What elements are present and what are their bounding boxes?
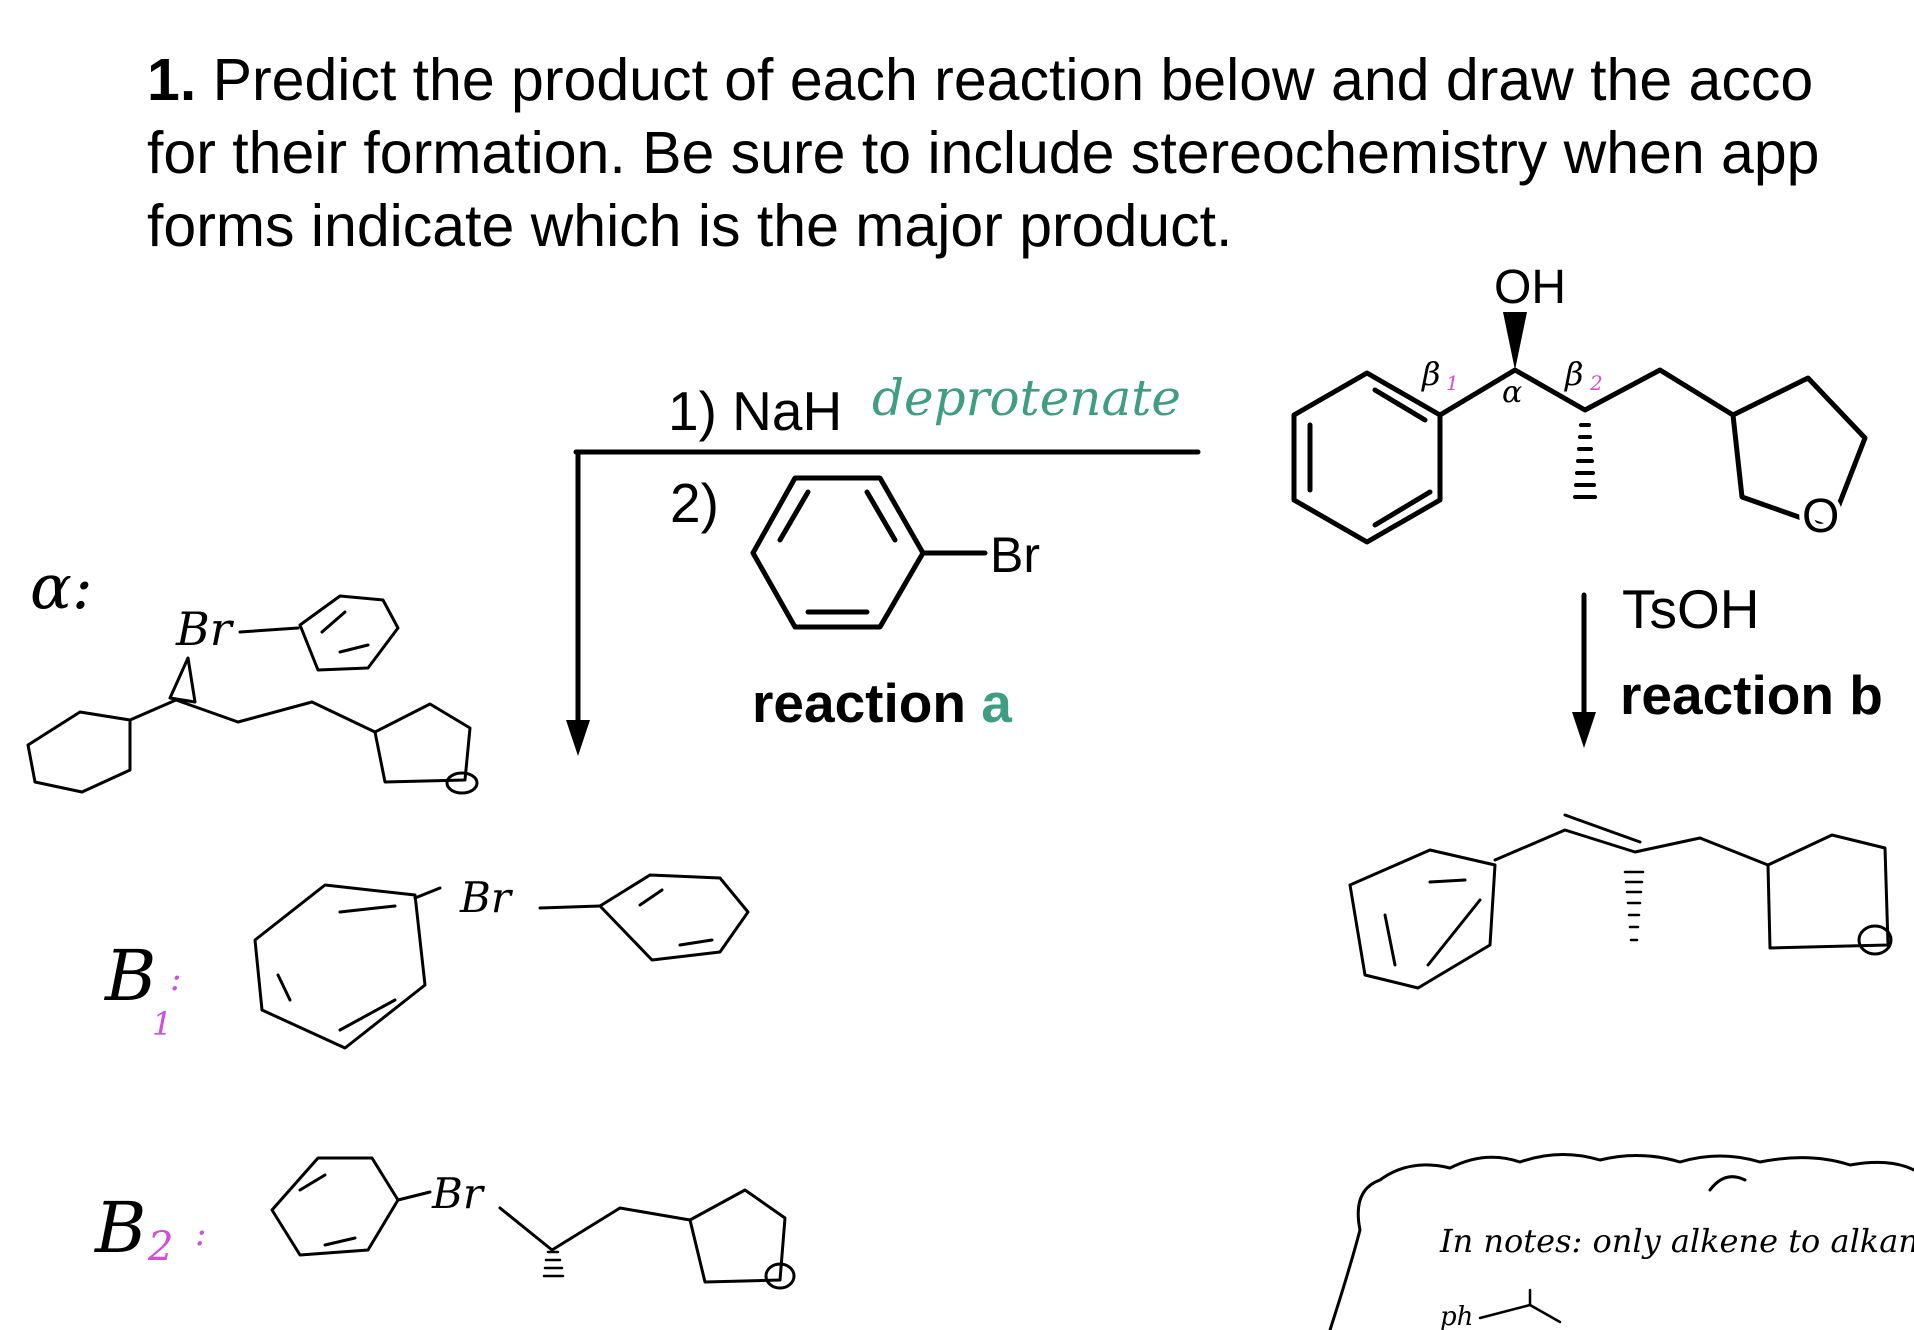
b2-product-sketch (270, 1156, 796, 1290)
reaction-b-product-sketch (1348, 813, 1893, 990)
b2-br-label: Br (431, 1169, 486, 1218)
b1-product-label: B (103, 935, 156, 1017)
reaction-a-step1: 1) NaH (668, 380, 842, 442)
question-line-3: forms indicate which is the major produc… (147, 193, 1233, 259)
b1-product-sketch (253, 873, 750, 1050)
reaction-a-step2: 2) (670, 472, 719, 534)
reaction-a-letter: a (981, 672, 1012, 734)
notes-text: In notes: only alkene to alkane (1439, 1222, 1914, 1260)
alpha-br-label: Br (175, 602, 235, 656)
bromine-label: Br (990, 527, 1040, 583)
b2-product-label: B (93, 1187, 146, 1269)
starting-material: OH (1291, 261, 1868, 545)
question-prompt: 1. Predict the product of each reaction … (147, 44, 1819, 263)
reaction-a-label: reaction a (752, 672, 1012, 734)
reaction-a-arrow (566, 449, 1201, 756)
b2-product-colon: : (195, 1214, 206, 1254)
alpha-mark: α (1502, 375, 1522, 410)
b1-product-subscript: 1 (152, 1005, 172, 1043)
reaction-b-reagent: TsOH (1622, 578, 1760, 640)
notes-sketch (1478, 1288, 1562, 1324)
deprotonate-annotation: deprotenate (872, 369, 1181, 427)
b1-br-label: Br (459, 873, 514, 922)
hydroxyl-label: OH (1494, 261, 1566, 314)
question-text-1: Predict the product of each reaction bel… (212, 47, 1814, 113)
reaction-b-label: reaction b (1620, 664, 1883, 726)
reaction-a-label-text: reaction (752, 672, 981, 734)
question-line-1: 1. Predict the product of each reaction … (147, 44, 1819, 117)
alpha-product-sketch (26, 594, 479, 795)
question-number: 1. (147, 47, 197, 113)
notes-cutoff-text: ph (1440, 1302, 1473, 1330)
alpha-product-label: α: (30, 550, 93, 623)
beta1-mark: β (1421, 355, 1441, 393)
bromobenzene-structure (750, 475, 988, 630)
notes-cloud (1328, 1153, 1914, 1330)
reaction-b-arrow (1572, 592, 1596, 748)
question-line-2: for their formation. Be sure to include … (147, 120, 1820, 186)
beta2-mark: β (1564, 355, 1584, 393)
ring-oxygen-label: O (1802, 490, 1839, 543)
beta2-subscript: 2 (1589, 371, 1603, 395)
beta1-subscript: 1 (1446, 371, 1459, 395)
b2-product-subscript: 2 (147, 1224, 173, 1270)
b1-product-colon: : (170, 959, 181, 999)
